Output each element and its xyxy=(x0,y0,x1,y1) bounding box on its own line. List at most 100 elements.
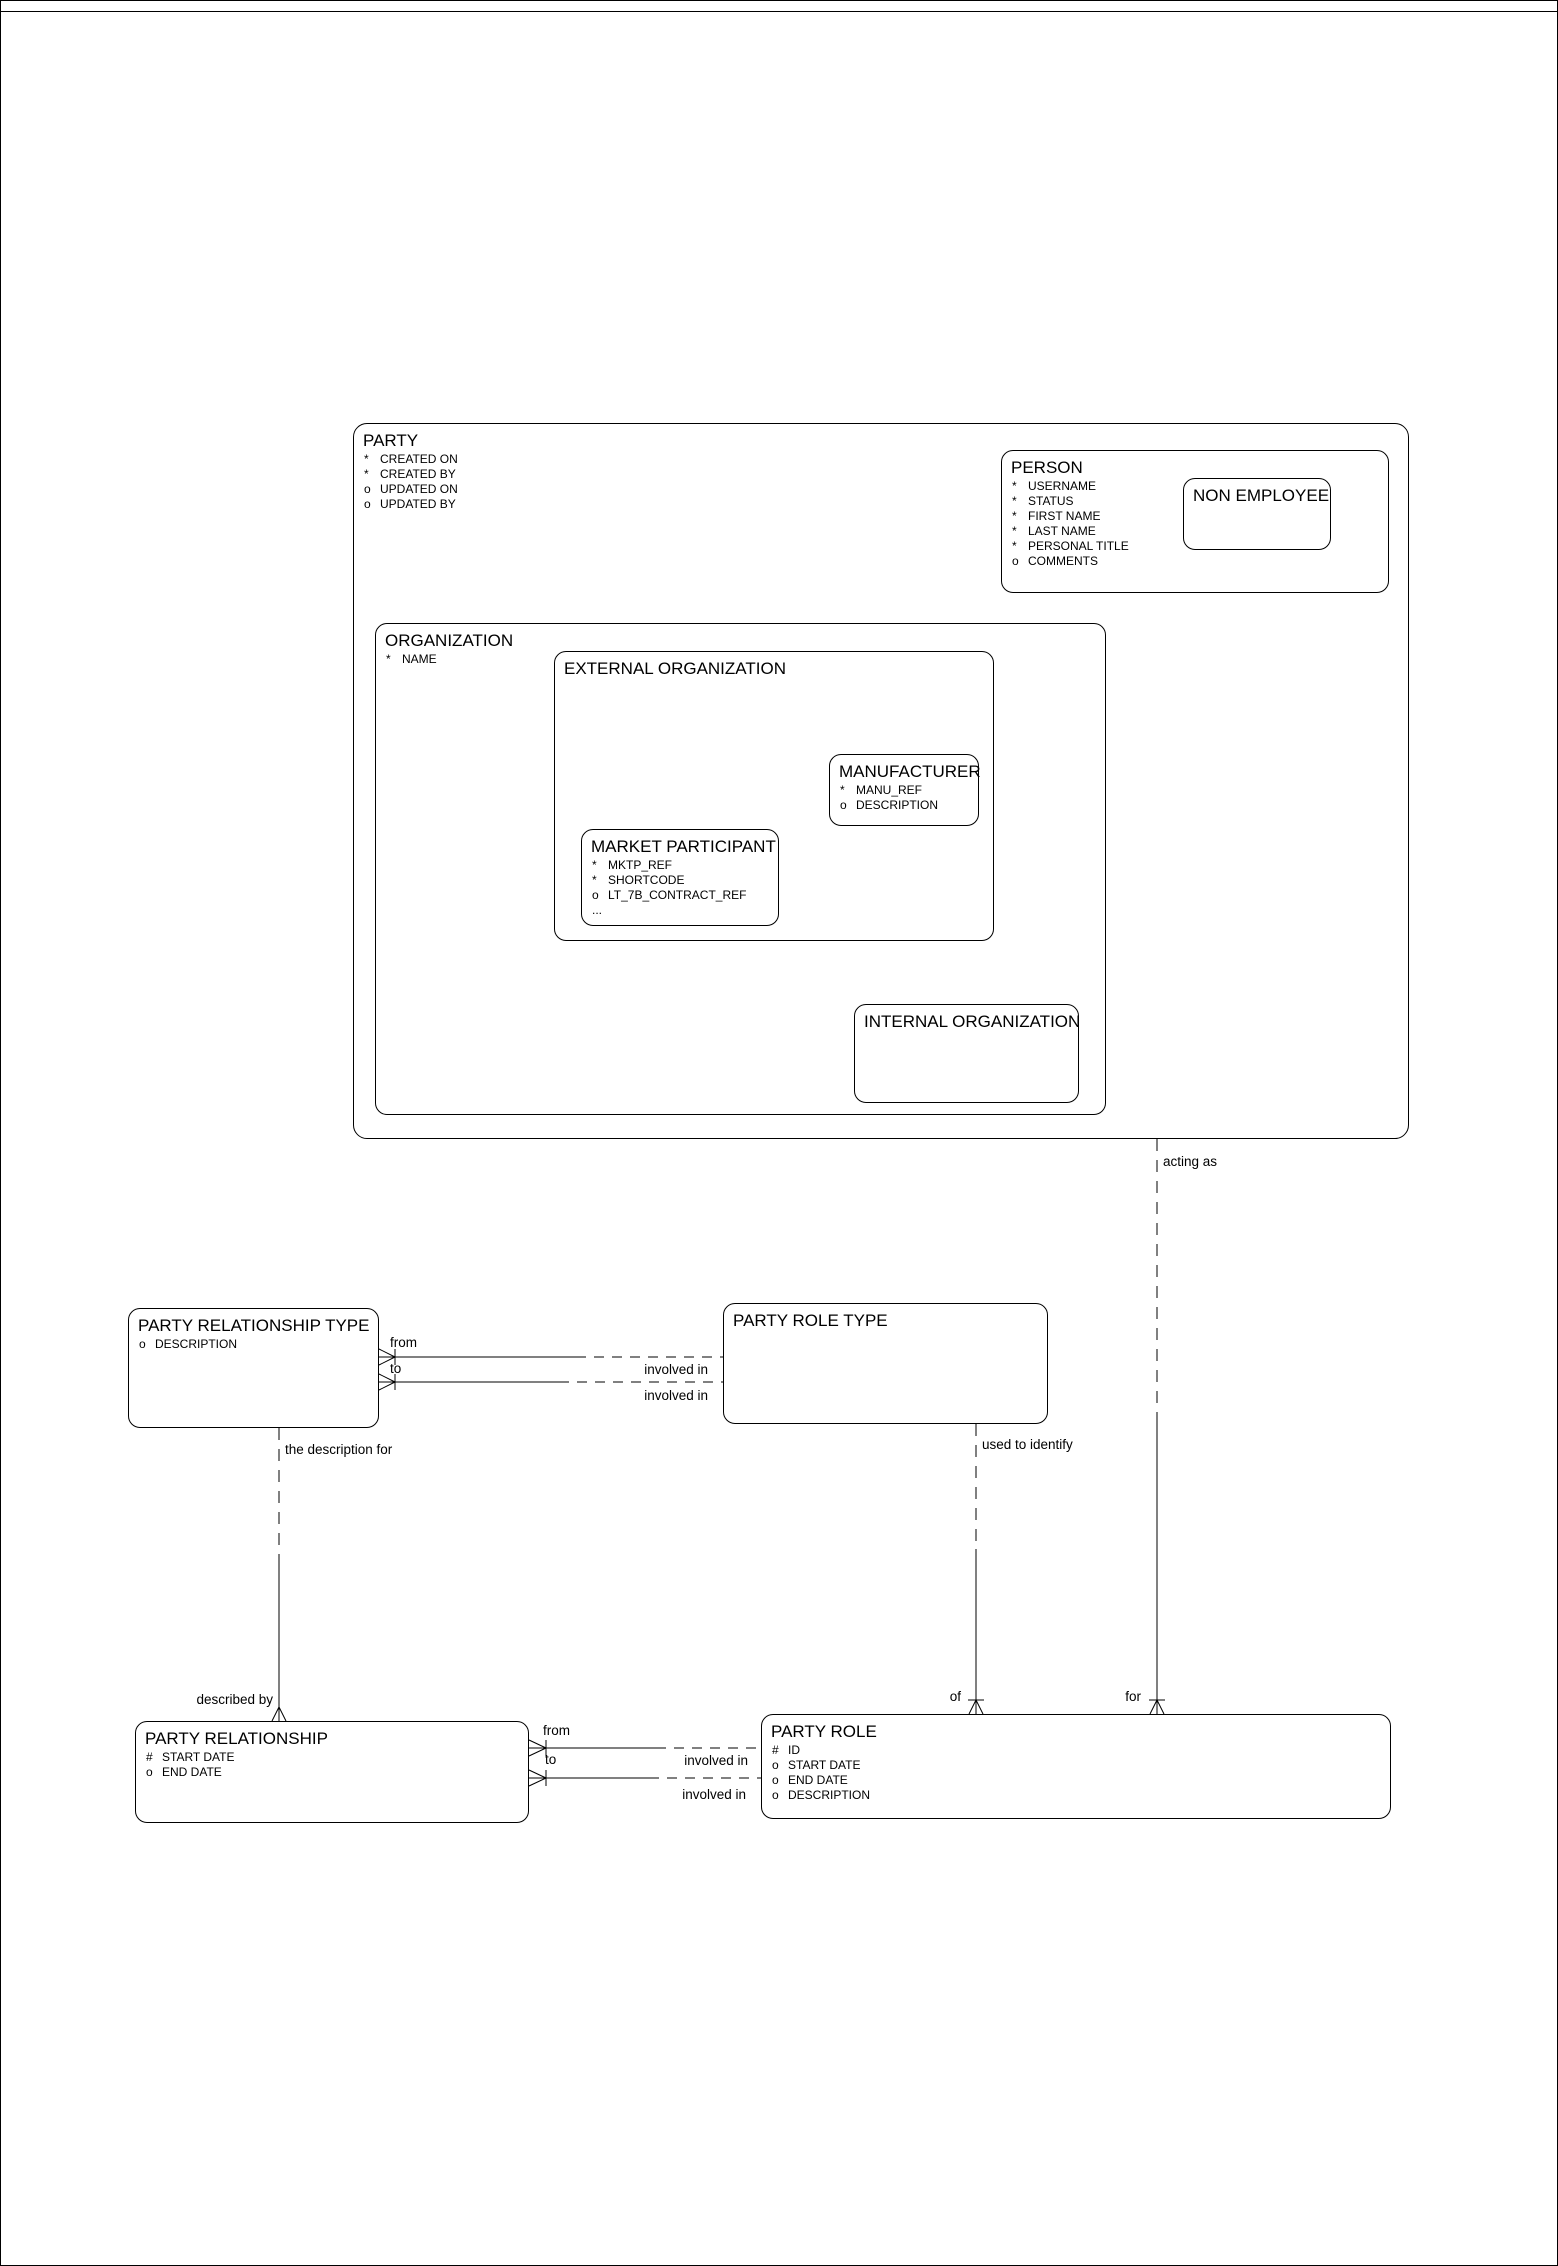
entity-person[interactable]: PERSON * USERNAME * STATUS * FIRST NAME * LA… xyxy=(1001,450,1389,593)
entity-title: EXTERNAL ORGANIZATION xyxy=(564,659,786,678)
relationship-line-acting-as-for[interactable] xyxy=(1149,1139,1165,1715)
entity-market-participant[interactable]: MARKET PARTICIPANT *MKTP_REF *SHORTCODE … xyxy=(581,829,779,926)
attribute-marker: o xyxy=(364,482,371,496)
attribute-marker: o xyxy=(364,497,371,511)
entity-title: PARTY xyxy=(363,431,419,450)
attribute-row: # ID xyxy=(772,1743,1386,1758)
attribute-row: * CREATED ON xyxy=(364,452,1404,467)
entity-non-employee[interactable]: NON EMPLOYEE xyxy=(1183,478,1331,550)
entity-party[interactable]: PARTY * CREATED ON * CREATED BY o UPDATED O… xyxy=(353,423,1409,1139)
relationship-line-to-involved-in-bottom[interactable] xyxy=(528,1769,761,1787)
attribute-row: * FIRST NAME xyxy=(1012,509,1384,524)
rel-label-the-description-for: the description for xyxy=(285,1442,393,1457)
entity-title: ORGANIZATION xyxy=(385,631,514,650)
rel-label-to-bottom: to xyxy=(545,1752,557,1767)
attribute-row: o UPDATED ON xyxy=(364,482,1404,497)
rel-label-from-top: from xyxy=(390,1335,417,1350)
attribute-marker: * xyxy=(1012,509,1017,523)
attribute-row: * USERNAME xyxy=(1012,479,1384,494)
entity-party-relationship[interactable]: PARTY RELATIONSHIP #START DATE o END DATE xyxy=(135,1721,529,1823)
entity-party-role-type[interactable]: PARTY ROLE TYPE xyxy=(723,1303,1048,1424)
entity-external-organization[interactable]: EXTERNAL ORGANIZATION xyxy=(554,651,994,941)
attribute-marker: * xyxy=(592,873,597,887)
attribute-row: o END DATE xyxy=(146,1765,524,1780)
attribute-name: LAST NAME xyxy=(1028,524,1096,538)
crows-foot-icon xyxy=(968,1699,984,1715)
relationship-line-used-to-identify-of[interactable] xyxy=(968,1424,984,1715)
relationship-line-description-for-described-by[interactable] xyxy=(271,1428,287,1722)
crows-foot-icon xyxy=(528,1769,547,1787)
attribute-name: CREATED ON xyxy=(380,452,458,466)
attribute-marker: * xyxy=(364,467,369,481)
rel-label-from-bottom: from xyxy=(543,1723,570,1738)
rel-label-to-top: to xyxy=(390,1361,402,1376)
attribute-row: #START DATE xyxy=(146,1750,524,1765)
attribute-marker: o xyxy=(592,888,599,902)
rel-label-involved-in-bottom-1: involved in xyxy=(684,1753,748,1768)
attribute-marker: o xyxy=(772,1788,779,1802)
entity-organization[interactable]: ORGANIZATION * NAME xyxy=(375,623,1106,1115)
attribute-name: SHORTCODE xyxy=(608,873,685,887)
attribute-marker: o xyxy=(772,1758,779,1772)
attribute-marker: o xyxy=(1012,554,1019,568)
attribute-row: * LAST NAME xyxy=(1012,524,1384,539)
attribute-name: NAME xyxy=(402,652,437,666)
attribute-marker: # xyxy=(772,1743,779,1757)
attribute-row: o LT_7B_CONTRACT_REF xyxy=(592,888,774,903)
attribute-row: ... xyxy=(592,903,774,918)
rel-label-for: for xyxy=(1125,1689,1141,1704)
attribute-row: o DESCRIPTION xyxy=(772,1788,1386,1803)
attribute-row: o START DATE xyxy=(772,1758,1386,1773)
crows-foot-icon xyxy=(1149,1699,1165,1715)
entity-title: PARTY RELATIONSHIP TYPE xyxy=(138,1316,370,1335)
attribute-name: USERNAME xyxy=(1028,479,1097,493)
rel-label-involved-in-top-2: involved in xyxy=(644,1388,708,1403)
attribute-marker: # xyxy=(146,1750,153,1764)
attribute-name: ID xyxy=(788,1743,800,1757)
rel-label-acting-as: acting as xyxy=(1163,1154,1218,1169)
attribute-name: END DATE xyxy=(162,1765,222,1779)
attribute-name: DESCRIPTION xyxy=(856,798,939,812)
attribute-name: LT_7B_CONTRACT_REF xyxy=(608,888,747,902)
attribute-row: *MKTP_REF xyxy=(592,858,774,873)
rel-label-used-to-identify: used to identify xyxy=(982,1437,1073,1452)
entity-internal-organization[interactable]: INTERNAL ORGANIZATION xyxy=(854,1004,1080,1103)
attribute-name: UPDATED ON xyxy=(380,482,458,496)
page-top-rule xyxy=(1,11,1557,12)
attribute-marker: * xyxy=(592,858,597,872)
attribute-marker: * xyxy=(1012,494,1017,508)
attribute-name: DESCRIPTION xyxy=(155,1337,238,1351)
attribute-marker: * xyxy=(1012,524,1017,538)
entity-title: MARKET PARTICIPANT xyxy=(591,837,776,856)
rel-label-involved-in-top-1: involved in xyxy=(644,1362,708,1377)
rel-label-involved-in-bottom-2: involved in xyxy=(682,1787,746,1802)
attribute-name: UPDATED BY xyxy=(380,497,456,511)
attribute-name: CREATED BY xyxy=(380,467,456,481)
attribute-marker: o xyxy=(772,1773,779,1787)
entity-title: NON EMPLOYEE xyxy=(1193,486,1330,505)
attribute-marker: * xyxy=(364,452,369,466)
attribute-name: START DATE xyxy=(788,1758,861,1772)
attribute-marker: o xyxy=(146,1765,153,1779)
attribute-name: MANU_REF xyxy=(856,783,923,797)
entity-title: MANUFACTURER xyxy=(839,762,981,781)
rel-label-described-by: described by xyxy=(196,1692,273,1707)
attribute-row: o COMMENTS xyxy=(1012,554,1384,569)
crows-foot-icon xyxy=(271,1706,287,1722)
entity-title: PARTY RELATIONSHIP xyxy=(145,1729,328,1748)
attribute-row: o UPDATED BY xyxy=(364,497,1404,512)
attribute-name: FIRST NAME xyxy=(1028,509,1101,523)
entity-title: PERSON xyxy=(1011,458,1083,477)
attribute-name: COMMENTS xyxy=(1028,554,1098,568)
attribute-row: * CREATED BY xyxy=(364,467,1404,482)
attribute-name: STATUS xyxy=(1028,494,1074,508)
attribute-marker: * xyxy=(1012,479,1017,493)
attribute-name: DESCRIPTION xyxy=(788,1788,871,1802)
entity-title: PARTY ROLE TYPE xyxy=(733,1311,888,1330)
